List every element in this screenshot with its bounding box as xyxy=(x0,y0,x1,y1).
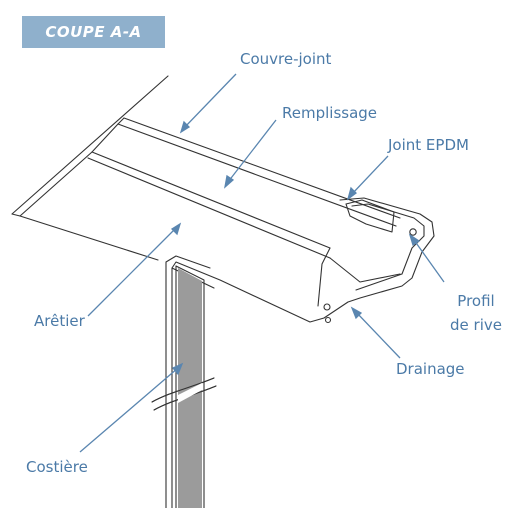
profil-inner-wedge xyxy=(317,247,401,307)
costiere-outline xyxy=(175,265,205,509)
panel-top xyxy=(11,151,93,217)
label-arretier: Arêtier xyxy=(34,312,85,330)
profil-rive-channel xyxy=(351,203,425,291)
label-remplissage: Remplissage xyxy=(282,104,378,122)
joint-epdm-shape xyxy=(345,199,395,233)
leader-drainage xyxy=(355,311,401,359)
arretier-edge xyxy=(19,215,159,261)
label-drainage: Drainage xyxy=(396,360,465,378)
leader-remplissage xyxy=(227,119,277,183)
label-joint-epdm: Joint EPDM xyxy=(388,136,469,154)
leader-couvre-joint xyxy=(183,73,237,129)
remplissage-shape xyxy=(87,123,331,259)
label-profil-line1: Profil xyxy=(457,292,495,310)
leader-arretier xyxy=(87,227,177,317)
section-title-badge: COUPE A-A xyxy=(22,16,165,48)
roof-edge-outline xyxy=(11,75,169,215)
profil-hole-2 xyxy=(324,316,332,324)
support-profile-outline xyxy=(165,255,211,509)
leader-joint-epdm xyxy=(351,155,389,195)
profil-rive-outline xyxy=(171,197,435,323)
profil-drain-hole xyxy=(323,303,331,311)
leader-profil-rive xyxy=(413,239,445,283)
label-costiere: Costière xyxy=(26,458,88,476)
label-profil-de-rive: Profil de rive xyxy=(440,292,512,334)
label-couvre-joint: Couvre-joint xyxy=(240,50,332,68)
label-profil-line2: de rive xyxy=(450,316,502,334)
section-title: COUPE A-A xyxy=(45,23,142,41)
costiere-fill xyxy=(178,268,202,508)
profil-screw-hole xyxy=(409,228,417,236)
couvre-joint-shape xyxy=(117,117,401,227)
leader-costiere xyxy=(79,367,179,453)
